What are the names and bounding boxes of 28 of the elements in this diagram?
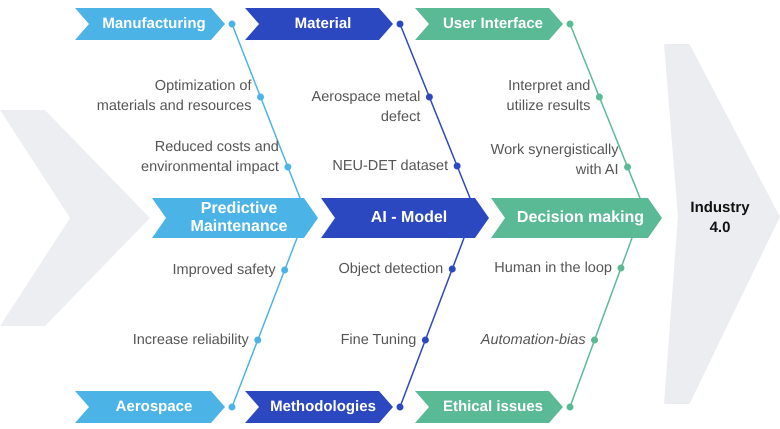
category-tag: Decision making (491, 198, 662, 238)
cause-text: NEU-DET dataset (331, 157, 448, 176)
fishbone-line (228, 20, 301, 198)
category-tag: Material (245, 8, 393, 40)
goal-text: Industry 4.0 (689, 198, 751, 238)
cause-text: Aerospace metal defect (310, 88, 420, 127)
category-tag: Manufacturing (75, 8, 225, 40)
fishbone-line (228, 238, 298, 410)
cause-text: Work synergistically with AI (490, 141, 619, 180)
cause-text: Interpret and utilize results (506, 77, 590, 116)
category-tag: Ethical issues (415, 391, 563, 423)
fishbone-line (566, 238, 633, 410)
fishbone-line (566, 20, 641, 198)
cause-text: Improved safety (172, 261, 276, 280)
cause-text: Human in the loop (493, 259, 612, 278)
category-tag: Predictive Maintenance (152, 198, 318, 238)
fishbone-line (396, 238, 465, 410)
fishbone-line (396, 20, 471, 198)
cause-text: Increase reliability (132, 331, 249, 350)
cause-text: Optimization of materials and resources (96, 77, 252, 116)
cause-text: Fine Tuning (340, 331, 416, 350)
category-tag: User Interface (415, 8, 563, 40)
category-tag: Aerospace (75, 391, 225, 423)
cause-text: Reduced costs and environmental impact (140, 138, 279, 177)
cause-text: Automation-bias (479, 331, 586, 350)
cause-text: Object detection (337, 260, 444, 279)
category-tag: AI - Model (321, 198, 489, 238)
category-tag: Methodologies (245, 391, 393, 423)
